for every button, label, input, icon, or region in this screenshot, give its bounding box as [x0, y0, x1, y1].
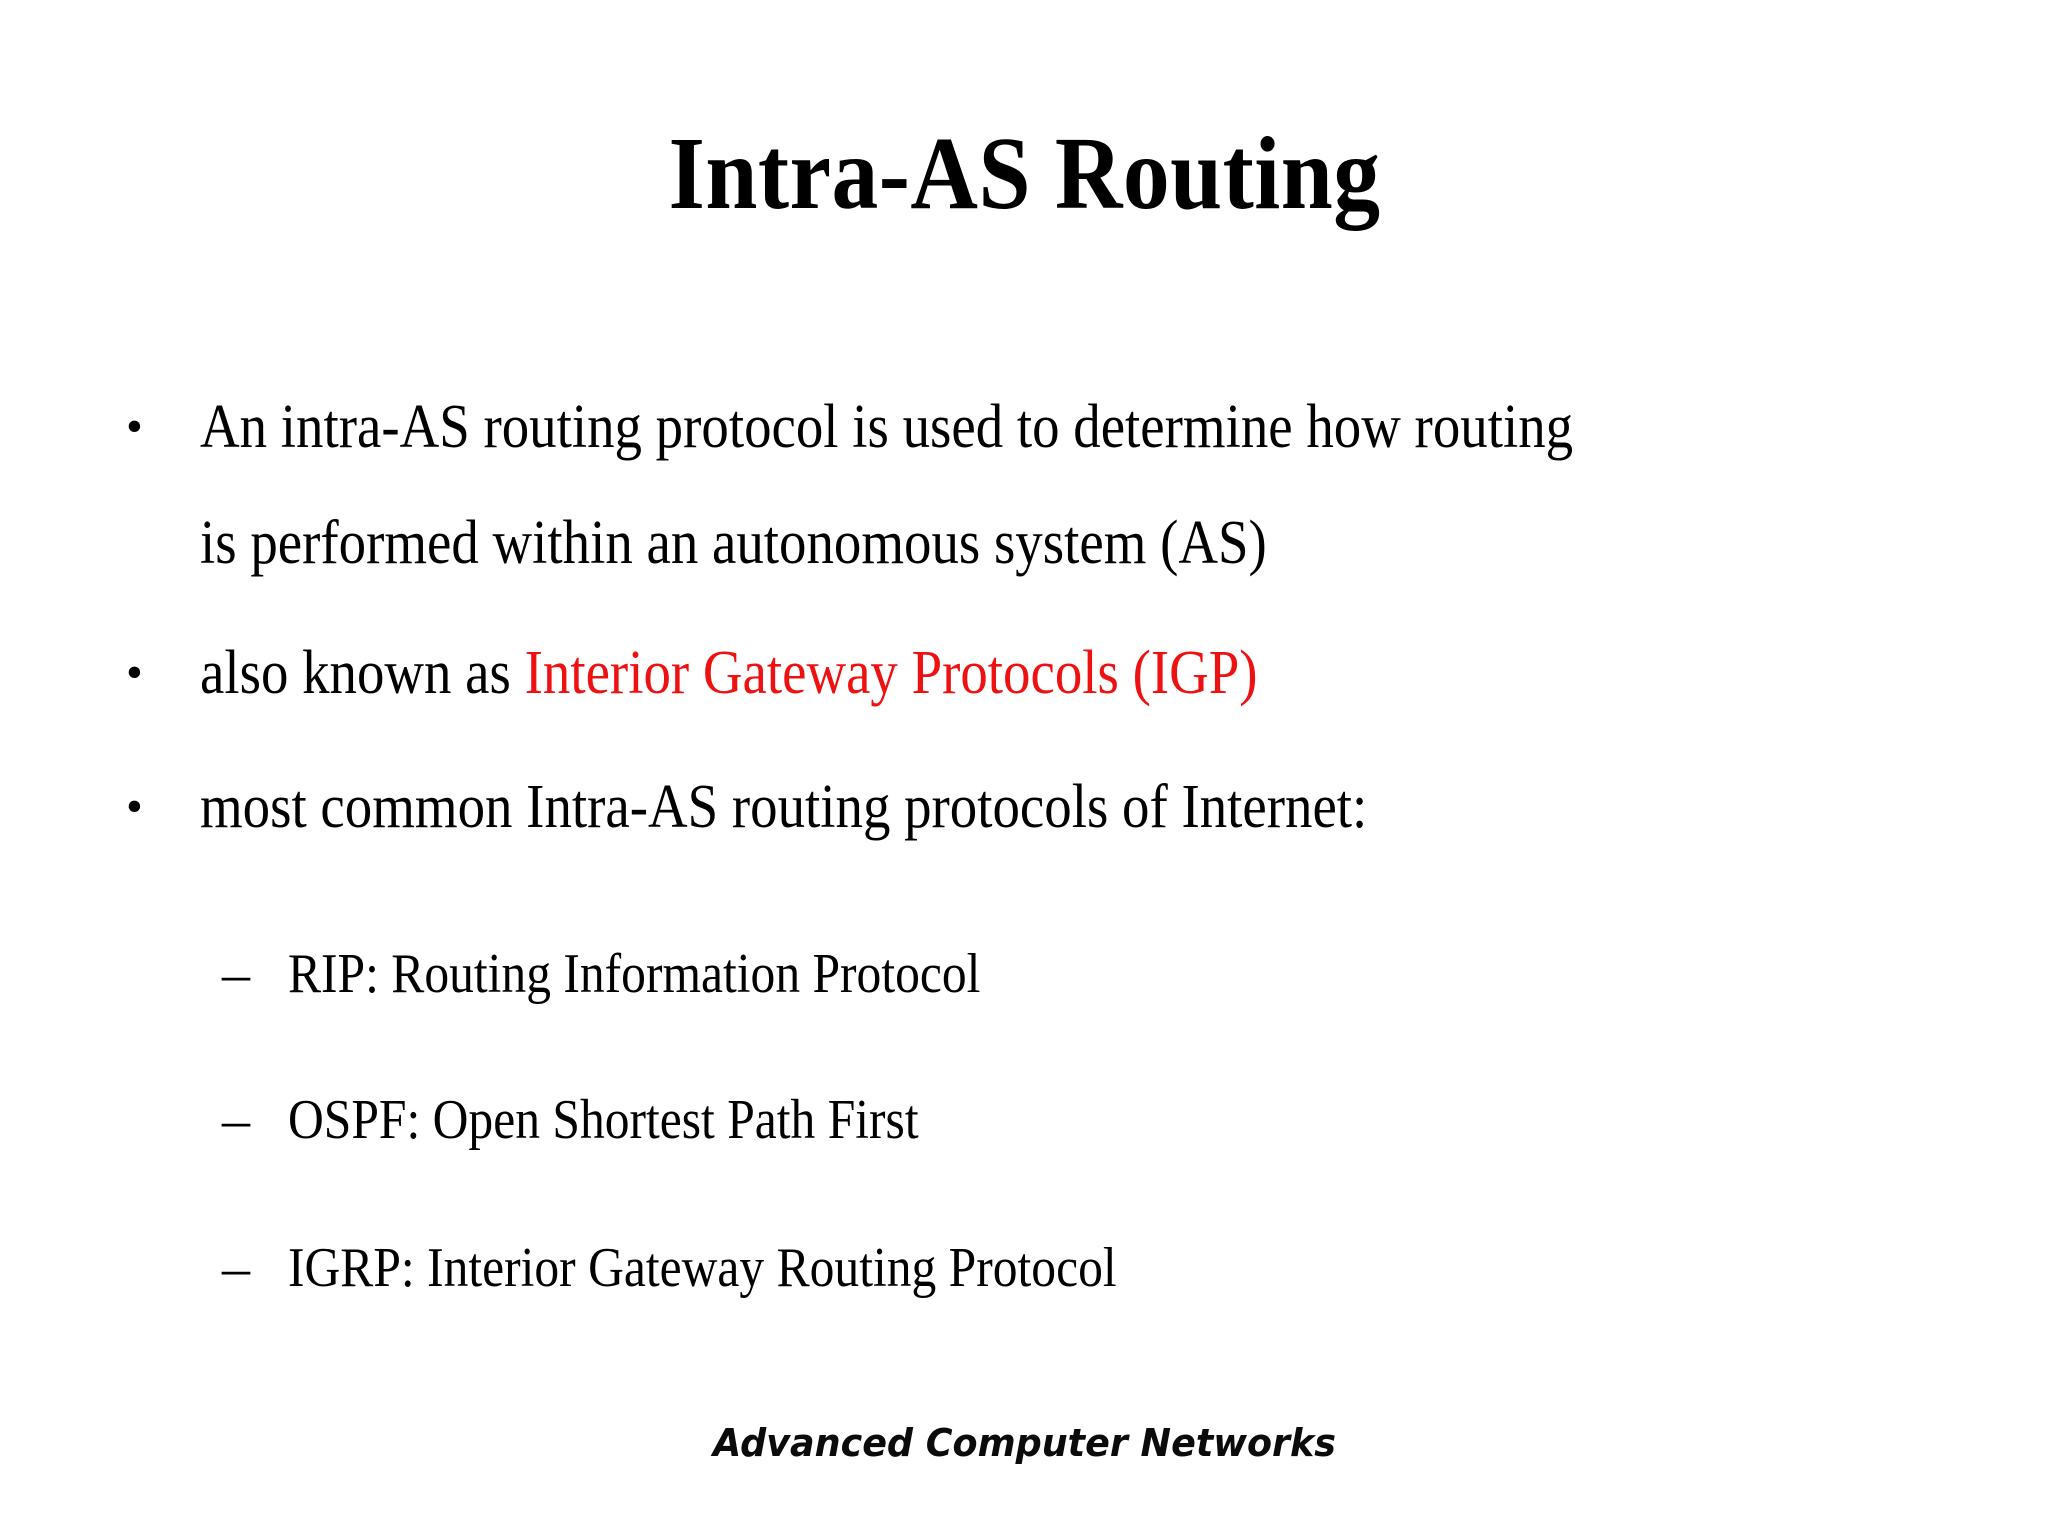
bullet-item-2: • also known as Interior Gateway Protoco… — [118, 638, 1395, 708]
bullet-text-2-inner: also known as Interior Gateway Protocols… — [200, 638, 1258, 708]
bullet-item-1: • An intra-AS routing protocol is used t… — [118, 392, 1751, 462]
sub-bullet-item-ospf: – OSPF: Open Shortest Path First — [222, 1088, 1001, 1152]
slide-footer: Advanced Computer Networks — [0, 1420, 2048, 1466]
sub-bullet-marker-dash: – — [222, 1089, 250, 1151]
bullet-text-3-inner: most common Intra-AS routing protocols o… — [200, 773, 1368, 841]
bullet-item-3: • most common Intra-AS routing protocols… — [118, 772, 1519, 842]
slide-title-text: Intra-AS Routing — [668, 116, 1380, 231]
sub-bullet-text-ospf: OSPF: Open Shortest Path First — [288, 1088, 1001, 1152]
sub-bullet-text-rip-inner: RIP: Routing Information Protocol — [288, 943, 981, 1005]
bullet-text-1-line-1: An intra-AS routing protocol is used to … — [200, 392, 1751, 462]
sub-bullet-item-rip: – RIP: Routing Information Protocol — [222, 942, 1070, 1006]
bullet-text-3: most common Intra-AS routing protocols o… — [200, 772, 1519, 842]
bullet-text-2-highlight: Interior Gateway Protocols (IGP) — [524, 639, 1258, 707]
bullet-marker-dot: • — [126, 646, 143, 699]
bullet-text-1-line-2-inner: is performed within an autonomous system… — [200, 509, 1267, 577]
sub-bullet-text-rip: RIP: Routing Information Protocol — [288, 942, 1070, 1006]
sub-bullet-marker-dash: – — [222, 1237, 250, 1299]
bullet-marker-dot: • — [126, 780, 143, 833]
sub-bullet-text-igrp: IGRP: Interior Gateway Routing Protocol — [288, 1236, 1224, 1300]
slide-footer-text: Advanced Computer Networks — [712, 1421, 1336, 1465]
bullet-text-2-black: also known as — [200, 639, 525, 707]
bullet-marker-dot: • — [126, 400, 143, 453]
sub-bullet-text-ospf-inner: OSPF: Open Shortest Path First — [288, 1089, 919, 1151]
sub-bullet-marker-dash: – — [222, 943, 250, 1005]
bullet-text-2: also known as Interior Gateway Protocols… — [200, 638, 1395, 708]
bullet-item-1-continuation: is performed within an autonomous system… — [118, 508, 1405, 578]
sub-bullet-text-igrp-inner: IGRP: Interior Gateway Routing Protocol — [288, 1237, 1117, 1299]
bullet-text-1-line-1-inner: An intra-AS routing protocol is used to … — [200, 393, 1574, 461]
bullet-text-1-line-2: is performed within an autonomous system… — [200, 508, 1405, 578]
sub-bullet-item-igrp: – IGRP: Interior Gateway Routing Protoco… — [222, 1236, 1224, 1300]
slide-title: Intra-AS Routing — [0, 118, 2048, 230]
